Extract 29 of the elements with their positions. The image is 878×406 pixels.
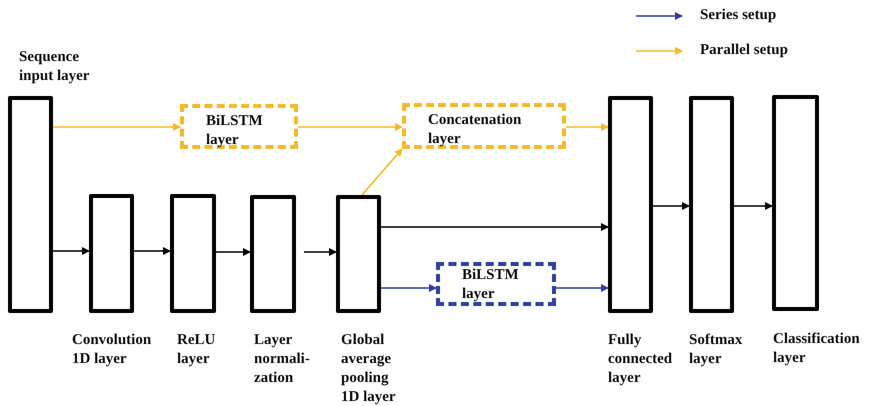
- arrow: [381, 284, 437, 292]
- layer-label: Classification layer: [773, 330, 861, 368]
- arrow: [53, 123, 181, 131]
- dashed-layer-box: [402, 103, 566, 149]
- arrow: [653, 202, 690, 210]
- arrow: [566, 123, 609, 131]
- layer-label: Softmax layer: [689, 331, 744, 369]
- layer-label: Convolution 1D layer: [72, 331, 152, 369]
- layer-label: BiLSTM layer: [206, 112, 264, 150]
- arrow: [304, 248, 337, 256]
- layer-label: Fully connected layer: [608, 331, 674, 388]
- layer-label: Global average pooling 1D layer: [341, 331, 397, 406]
- arrow: [216, 248, 251, 256]
- dashed-layer-box: [180, 104, 298, 149]
- dashed-layer-box: [436, 262, 556, 306]
- arrow: [134, 247, 171, 255]
- arrow: [298, 123, 403, 131]
- arrow: [556, 284, 609, 292]
- arrow: [381, 223, 609, 231]
- arrow: [53, 247, 90, 255]
- arrow: [734, 202, 773, 210]
- legend-label: Series setup: [700, 6, 776, 24]
- layer-label: ReLU layer: [177, 331, 216, 369]
- layer-label: Layer normali- zation: [254, 331, 311, 388]
- arrow: [361, 148, 403, 196]
- layer-label: Sequence input layer: [19, 48, 90, 86]
- layer-label: Concatenation layer: [428, 111, 522, 149]
- layer-label: BiLSTM layer: [462, 266, 520, 304]
- legend-label: Parallel setup: [700, 41, 788, 59]
